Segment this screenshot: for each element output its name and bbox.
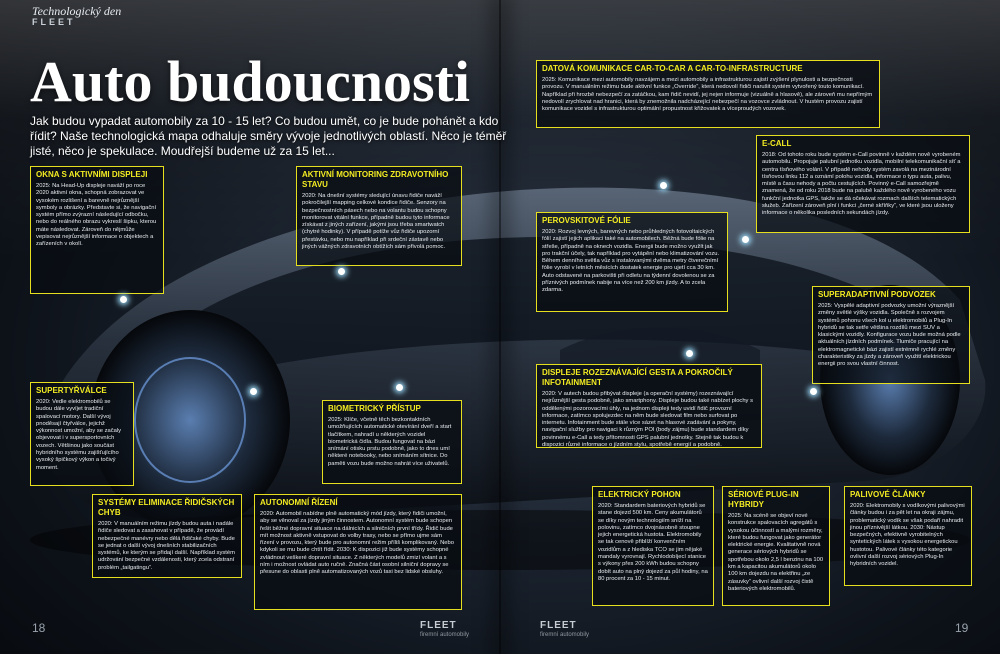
box-heading: DISPLEJE ROZEZNÁVAJÍCÍ GESTA A POKROČILÝ…	[542, 368, 733, 387]
hotspot-dot	[660, 182, 667, 189]
box-heading: E-CALL	[762, 139, 792, 148]
box-text: 2018: Od tohoto roku bude systém e-Call …	[762, 152, 961, 217]
box-text: 2020: Na dnešní systémy sledující únavu …	[302, 193, 450, 251]
footer-brand-sub-left: firemní automobily	[420, 632, 470, 638]
page-number-right: 19	[955, 621, 969, 635]
box-text: 2020: Vedle elektromobilů se budou dále …	[36, 399, 122, 471]
header-kicker: Technologický den	[32, 4, 122, 18]
hotspot-dot	[742, 236, 749, 243]
hotspot-dot	[686, 350, 693, 357]
box-elektricky: ELEKTRICKÝ POHON 2020: Standardem bateri…	[592, 486, 714, 606]
box-text: 2020: Elektromobily s vodíkovými palivov…	[850, 503, 965, 568]
box-ecall: E-CALL 2018: Od tohoto roku bude systém …	[756, 135, 970, 233]
box-heading: PEROVSKITOVÉ FÓLIE	[542, 216, 631, 225]
page-title: Auto budoucnosti	[30, 49, 470, 114]
box-displeje: DISPLEJE ROZEZNÁVAJÍCÍ GESTA A POKROČILÝ…	[536, 364, 762, 448]
front-wheel	[90, 310, 290, 530]
box-heading: DATOVÁ KOMUNIKACE CAR-TO-CAR A CAR-TO-IN…	[542, 64, 803, 73]
box-autonomni: AUTONOMNÍ ŘÍZENÍ 2020: Automobil nabídne…	[254, 494, 462, 610]
box-monitoring: AKTIVNÍ MONITORING ZDRAVOTNÍHO STAVU 202…	[296, 166, 462, 266]
box-text: 2025: Na scéně se objeví nové konstrukce…	[728, 513, 824, 592]
box-heading: PALIVOVÉ ČLÁNKY	[850, 490, 926, 499]
page-number-left: 18	[32, 621, 46, 635]
box-heading: SÉRIOVÉ PLUG-IN HYBRIDY	[728, 490, 799, 509]
box-heading: SUPERADAPTIVNÍ PODVOZEK	[818, 290, 936, 299]
box-heading: AUTONOMNÍ ŘÍZENÍ	[260, 498, 338, 507]
footer-brand-left: FLEET	[420, 620, 457, 631]
box-biometricky: BIOMETRICKÝ PŘÍSTUP 2025: Klíče, včetně …	[322, 400, 462, 484]
box-text: 2025: Klíče, včetně těch bezkontaktních …	[328, 417, 452, 467]
box-podvozek: SUPERADAPTIVNÍ PODVOZEK 2025: Vyspělé ad…	[812, 286, 970, 384]
lead-paragraph: Jak budou vypadat automobily za 10 - 15 …	[30, 114, 507, 158]
box-heading: BIOMETRICKÝ PŘÍSTUP	[328, 404, 421, 413]
box-heading: OKNA S AKTIVNÍMI DISPLEJI	[36, 170, 148, 179]
box-heading: AKTIVNÍ MONITORING ZDRAVOTNÍHO STAVU	[302, 170, 449, 189]
box-text: 2020: Standardem bateriových hybridů se …	[598, 503, 708, 582]
hotspot-dot	[810, 388, 817, 395]
hotspot-dot	[338, 268, 345, 275]
box-heading: ELEKTRICKÝ POHON	[598, 490, 681, 499]
page-gutter	[499, 0, 501, 654]
box-okna: OKNA S AKTIVNÍMI DISPLEJI 2025: Na Head-…	[30, 166, 164, 294]
box-text: 2020: Rozvoj levných, barevných nebo prů…	[542, 229, 720, 294]
box-heading: SYSTÉMY ELIMINACE ŘIDIČSKÝCH CHYB	[98, 498, 235, 517]
box-heading: SUPERTYŘVÁLCE	[36, 386, 107, 395]
box-perovskit: PEROVSKITOVÉ FÓLIE 2020: Rozvoj levných,…	[536, 212, 728, 312]
box-text: 2020: V autech budou přibývat displeje (…	[542, 391, 753, 448]
box-text: 2020: V manuálním režimu jízdy budou aut…	[98, 521, 235, 571]
box-text: 2020: Automobil nabídne plně automatický…	[260, 511, 454, 576]
header-brand: FLEET	[32, 17, 76, 27]
hotspot-dot	[396, 384, 403, 391]
box-text: 2025: Komunikace mezi automobily navzáje…	[542, 77, 873, 113]
footer-brand-sub-right: firemní automobily	[540, 632, 590, 638]
box-text: 2025: Vyspělé adaptivní podvozky umožní …	[818, 303, 961, 368]
hotspot-dot	[120, 296, 127, 303]
box-serioveplugin: SÉRIOVÉ PLUG-IN HYBRIDY 2025: Na scéně s…	[722, 486, 830, 606]
box-datova: DATOVÁ KOMUNIKACE CAR-TO-CAR A CAR-TO-IN…	[536, 60, 880, 128]
hotspot-dot	[250, 388, 257, 395]
box-text: 2025: Na Head-Up displeje naváží po roce…	[36, 183, 157, 248]
box-supertyr: SUPERTYŘVÁLCE 2020: Vedle elektromobilů …	[30, 382, 134, 486]
footer-brand-right: FLEET	[540, 620, 577, 631]
box-eliminace: SYSTÉMY ELIMINACE ŘIDIČSKÝCH CHYB 2020: …	[92, 494, 242, 578]
box-palivove: PALIVOVÉ ČLÁNKY 2020: Elektromobily s vo…	[844, 486, 972, 586]
